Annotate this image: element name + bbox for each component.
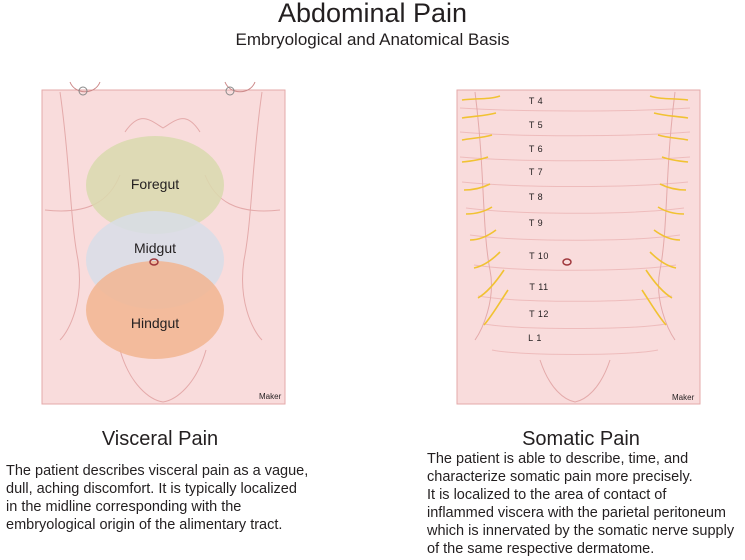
visceral-description-line: embryological origin of the alimentary t… [6, 517, 283, 533]
somatic-description-line: characterize somatic pain more precisely… [427, 469, 693, 485]
visceral-torso-figure [41, 81, 286, 405]
dermatome-label: T 8 [528, 192, 544, 202]
dermatome-label: T 4 [528, 96, 544, 106]
somatic-description-line: of the same respective dermatome. [427, 541, 655, 557]
somatic-torso-figure [456, 89, 701, 405]
dermatome-label: T 12 [529, 309, 549, 319]
dermatome-label: T 9 [528, 218, 544, 228]
visceral-description-line: in the midline corresponding with the [6, 499, 242, 515]
visceral-description-line: dull, aching discomfort. It is typically… [6, 481, 297, 497]
somatic-navel [562, 258, 572, 266]
page-title: Abdominal Pain [277, 0, 468, 28]
somatic-nerve-lines [461, 95, 689, 326]
somatic-description-line: It is localized to the area of contact o… [427, 487, 667, 503]
somatic-description-line: which is innervated by the somatic nerve… [427, 523, 735, 539]
somatic-torso-panel [456, 89, 701, 405]
visceral-nipple-left [78, 86, 88, 96]
page-subtitle: Embryological and Anatomical Basis [235, 30, 510, 49]
somatic-torso-outline [474, 91, 676, 341]
dermatome-label: L 1 [528, 333, 542, 343]
hindgut-label: Hindgut [130, 315, 180, 331]
dermatome-label: T 7 [528, 167, 544, 177]
dermatome-label: T 5 [528, 120, 544, 130]
visceral-navel [149, 258, 159, 266]
midgut-label: Midgut [133, 240, 177, 256]
dermatome-label: T 10 [529, 251, 549, 261]
visceral-pelvis-line [119, 349, 207, 403]
visceral-torso-outline [59, 91, 263, 341]
foregut-zone [86, 136, 224, 234]
somatic-description-line: The patient is able to describe, time, a… [427, 451, 689, 467]
foregut-label: Foregut [130, 176, 180, 192]
visceral-chest-marks [69, 81, 256, 93]
somatic-description: The patient is able to describe, time, a… [427, 450, 743, 558]
visceral-description: The patient describes visceral pain as a… [6, 462, 366, 534]
hindgut-zone [86, 261, 224, 359]
somatic-pelvis-line [539, 359, 611, 403]
somatic-heading: Somatic Pain [522, 428, 640, 450]
somatic-description-line: inflammed viscera with the parietal peri… [427, 505, 726, 521]
somatic-credit: Maker [672, 393, 695, 402]
visceral-nipple-right [225, 86, 235, 96]
visceral-description-line: The patient describes visceral pain as a… [6, 463, 309, 479]
dermatome-label: T 11 [529, 282, 549, 292]
dermatome-label: T 6 [528, 144, 544, 154]
visceral-credit: Maker [259, 392, 282, 401]
visceral-heading: Visceral Pain [101, 428, 219, 450]
visceral-sternum [124, 118, 201, 133]
